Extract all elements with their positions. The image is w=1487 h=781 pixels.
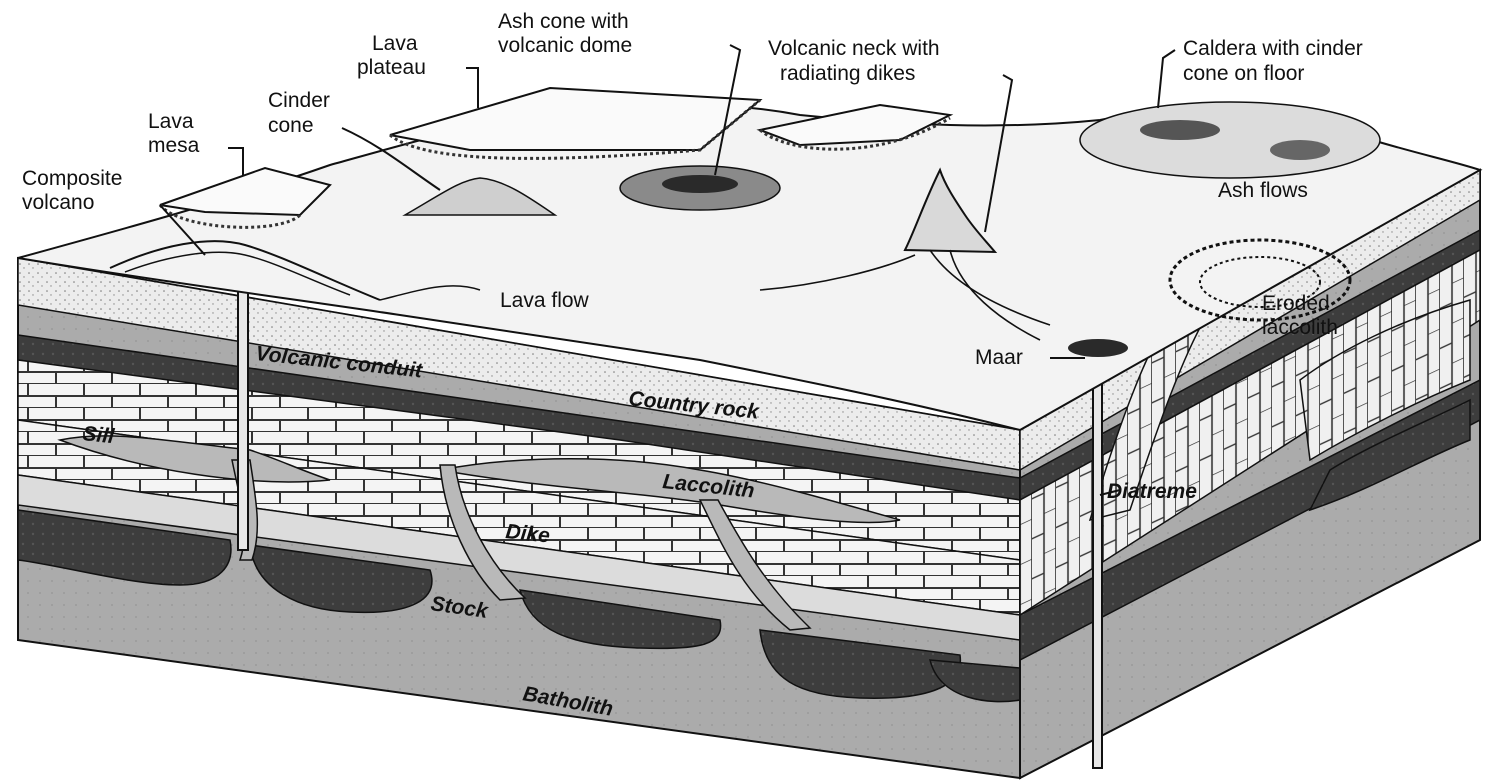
label-composite-line1: Composite [22,167,122,190]
label-caldera-line1: Caldera with cinder [1183,37,1363,60]
label-ash-cone-line2: volcanic dome [498,34,632,57]
label-cinder-cone-line2: cone [268,114,314,137]
label-lava-plateau-line1: Lava [372,32,418,55]
label-lava-mesa-line2: mesa [148,134,200,157]
label-cinder-cone-line1: Cinder [268,89,330,112]
label-volcanic-neck-line1: Volcanic neck with [768,37,940,60]
label-ash-flows: Ash flows [1218,179,1308,202]
label-sill: Sill [81,422,116,448]
label-caldera-line2: cone on floor [1183,62,1304,85]
label-ash-cone-line1: Ash cone with [498,10,629,33]
label-lava-plateau-line2: plateau [357,56,426,79]
label-lava-flow: Lava flow [500,289,590,312]
label-eroded-line1: Eroded [1262,292,1330,315]
label-eroded-line2: laccolith [1262,316,1338,339]
label-diatreme: Diatreme [1107,480,1197,503]
label-maar: Maar [975,346,1023,369]
label-dike: Dike [504,520,551,548]
label-volcanic-neck-line2: radiating dikes [780,62,915,85]
label-lava-mesa-line1: Lava [148,110,194,133]
label-composite-line2: volcano [22,191,94,214]
